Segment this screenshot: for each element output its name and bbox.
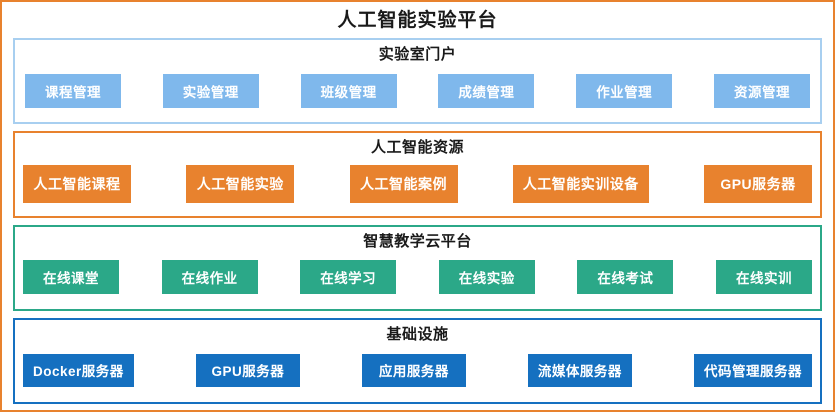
layer-title-portal: 实验室门户 (378, 46, 457, 63)
layer-title-ai-resources: 人工智能资源 (370, 139, 464, 157)
chip-row-smart-teaching-cloud: 在线课堂 在线作业 在线学习 在线实验 在线考试 在线实训 (21, 253, 814, 302)
chip-row-portal: 课程管理 实验管理 班级管理 成绩管理 作业管理 资源管理 (21, 66, 814, 115)
layer-smart-teaching-cloud: 智慧教学云平台 在线课堂 在线作业 在线学习 在线实验 在线考试 在线实训 (13, 224, 822, 311)
chip-ai-case[interactable]: 人工智能案例 (349, 164, 458, 203)
layer-infrastructure: 基础设施 Docker服务器 GPU服务器 应用服务器 流媒体服务器 代码管理服… (13, 317, 822, 404)
chip-portal-resource-management[interactable]: 资源管理 (713, 73, 810, 108)
chip-online-training[interactable]: 在线实训 (715, 260, 812, 295)
layer-portal: 实验室门户 课程管理 实验管理 班级管理 成绩管理 作业管理 资源管理 (13, 38, 822, 125)
chip-code-management-server[interactable]: 代码管理服务器 (693, 353, 812, 387)
chip-online-homework[interactable]: 在线作业 (161, 260, 258, 295)
chip-ai-experiment[interactable]: 人工智能实验 (186, 164, 295, 203)
chip-gpu-server[interactable]: GPU服务器 (195, 353, 300, 387)
chip-portal-grade-management[interactable]: 成绩管理 (438, 73, 535, 108)
chip-portal-experiment-management[interactable]: 实验管理 (162, 73, 259, 108)
chip-streaming-media-server[interactable]: 流媒体服务器 (527, 353, 632, 387)
chip-ai-course[interactable]: 人工智能课程 (23, 164, 131, 203)
chip-row-ai-resources: 人工智能课程 人工智能实验 人工智能案例 人工智能实训设备 GPU服务器 (21, 159, 814, 208)
chip-online-learning[interactable]: 在线学习 (300, 260, 397, 295)
chip-row-infrastructure: Docker服务器 GPU服务器 应用服务器 流媒体服务器 代码管理服务器 (21, 346, 814, 395)
chip-portal-class-management[interactable]: 班级管理 (300, 73, 397, 108)
layer-title-infrastructure: 基础设施 (386, 325, 449, 343)
layer-ai-resources: 人工智能资源 人工智能课程 人工智能实验 人工智能案例 人工智能实训设备 GPU… (13, 131, 822, 218)
chip-ai-training-equipment[interactable]: 人工智能实训设备 (512, 164, 649, 203)
chip-application-server[interactable]: 应用服务器 (361, 353, 466, 387)
chip-online-experiment[interactable]: 在线实验 (438, 260, 535, 295)
chip-portal-course-management[interactable]: 课程管理 (25, 73, 121, 108)
chip-docker-server[interactable]: Docker服务器 (23, 353, 134, 387)
chip-online-exam[interactable]: 在线考试 (577, 260, 674, 295)
page-title: 人工智能实验平台 (337, 10, 498, 31)
chip-ai-gpu-server[interactable]: GPU服务器 (704, 164, 812, 203)
chip-online-classroom[interactable]: 在线课堂 (23, 260, 119, 295)
chip-portal-homework-management[interactable]: 作业管理 (576, 73, 673, 108)
layer-title-smart-teaching-cloud: 智慧教学云平台 (363, 232, 472, 250)
